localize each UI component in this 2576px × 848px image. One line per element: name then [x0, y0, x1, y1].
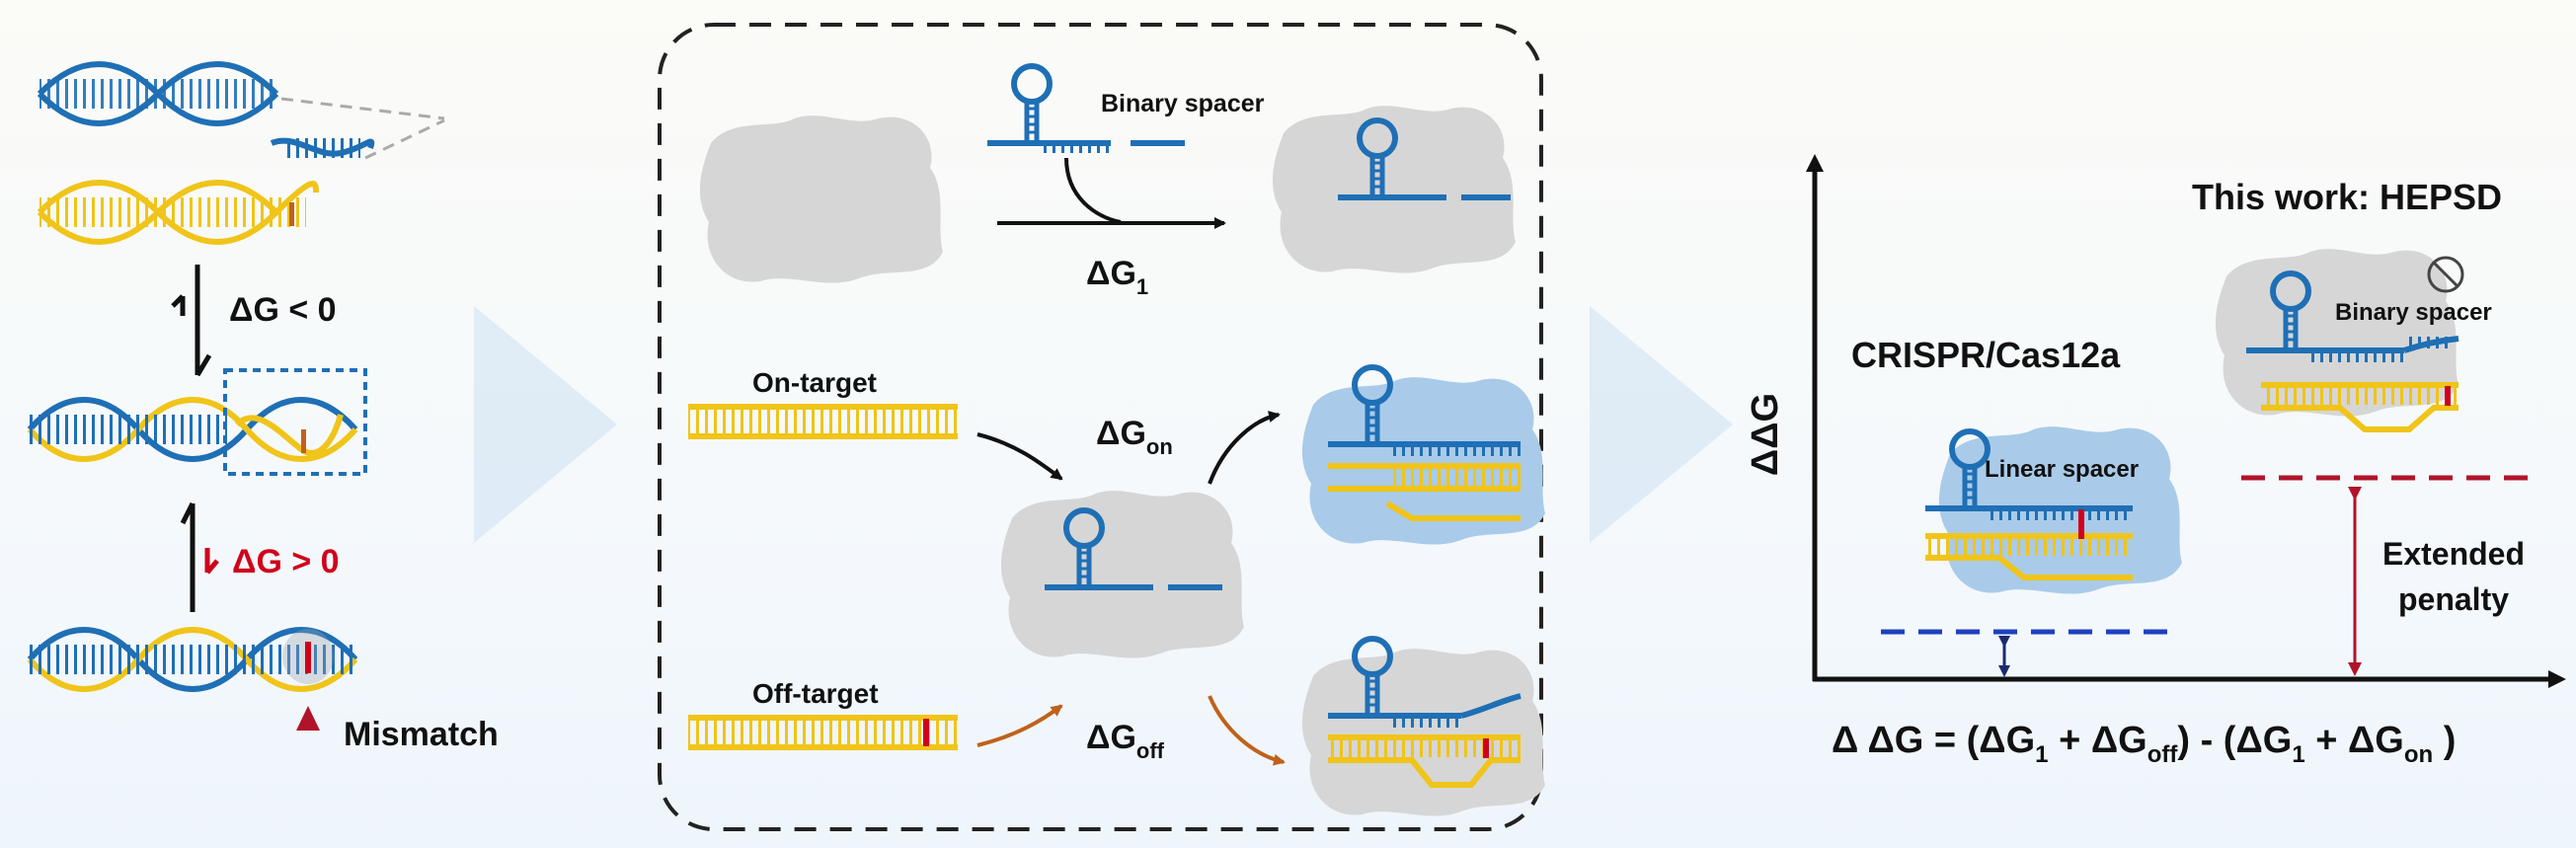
hybrid-duplex [27, 368, 367, 476]
on-target-label: On-target [752, 367, 877, 398]
equilibrium-arrows-upper [171, 265, 212, 377]
mismatch-zoom-box [223, 368, 367, 476]
hepsd-complex-nucleic [2246, 273, 2459, 432]
extended-label: Extended [2382, 536, 2525, 572]
mismatch-label: Mismatch [344, 716, 499, 753]
center-binary-crrna [1045, 510, 1222, 590]
this-work-label: This work: HEPSD [2192, 177, 2502, 217]
off-target-dna [688, 715, 958, 750]
linear-spacer-label: Linear spacer [1985, 456, 2139, 483]
dgoff-label: ΔGoff [1086, 719, 1165, 763]
on-target-in-arrow [976, 432, 1063, 481]
middle-panel: Binary spacer ΔG1 On-target Off-target [688, 66, 1545, 816]
blue-helix-top [37, 61, 279, 126]
crispr-label: CRISPR/Cas12a [1851, 335, 2121, 375]
dg1-label: ΔG1 [1086, 255, 1148, 299]
dgon-label: ΔGon [1096, 415, 1173, 459]
off-target-out-arrow [1208, 695, 1286, 766]
on-target-out-arrow [1208, 411, 1281, 485]
off-target-complex-protein [1301, 649, 1545, 816]
flow-chevron-1 [474, 306, 617, 543]
apo-protein [699, 116, 943, 283]
flow-chevron-2 [1590, 306, 1733, 543]
left-panel: ΔG < 0 ΔG > 0 Mismatch [27, 61, 499, 753]
yellow-helix-top [37, 180, 319, 245]
y-axis-label: ΔΔG [1745, 393, 1786, 476]
binary-spacer-label: Binary spacer [1101, 90, 1265, 117]
right-panel: ΔΔG This work: HEPSD Binary spacer Exten… [1745, 154, 2566, 768]
dg-positive-label: ΔG > 0 [232, 543, 340, 580]
off-target-in-arrow [976, 704, 1063, 747]
ddg-formula: Δ ΔG = (ΔG1 + ΔGoff) - (ΔG1 + ΔGon ) [1832, 720, 2456, 768]
penalty-label: penalty [2398, 581, 2509, 617]
mechanism-frame [658, 23, 1543, 831]
no-symbol-icon [2427, 256, 2464, 293]
off-target-label: Off-target [752, 678, 879, 709]
on-target-complex-nucleic [1328, 367, 1521, 521]
off-target-complex-nucleic [1328, 639, 1522, 788]
mismatch-pointer-icon [296, 706, 320, 731]
on-target-dna [688, 404, 958, 439]
binary-spacer-crrna [987, 66, 1185, 153]
dg-negative-label: ΔG < 0 [229, 291, 337, 329]
mismatched-duplex [27, 627, 358, 692]
binary-complex-crrna [1338, 120, 1511, 200]
hepsd-binary-spacer-label: Binary spacer [2335, 299, 2492, 326]
center-binary-protein [1000, 491, 1244, 658]
equilibrium-arrows-lower [180, 501, 219, 612]
cas12a-complex-nucleic [1925, 431, 2133, 580]
blue-fragment [270, 137, 375, 158]
